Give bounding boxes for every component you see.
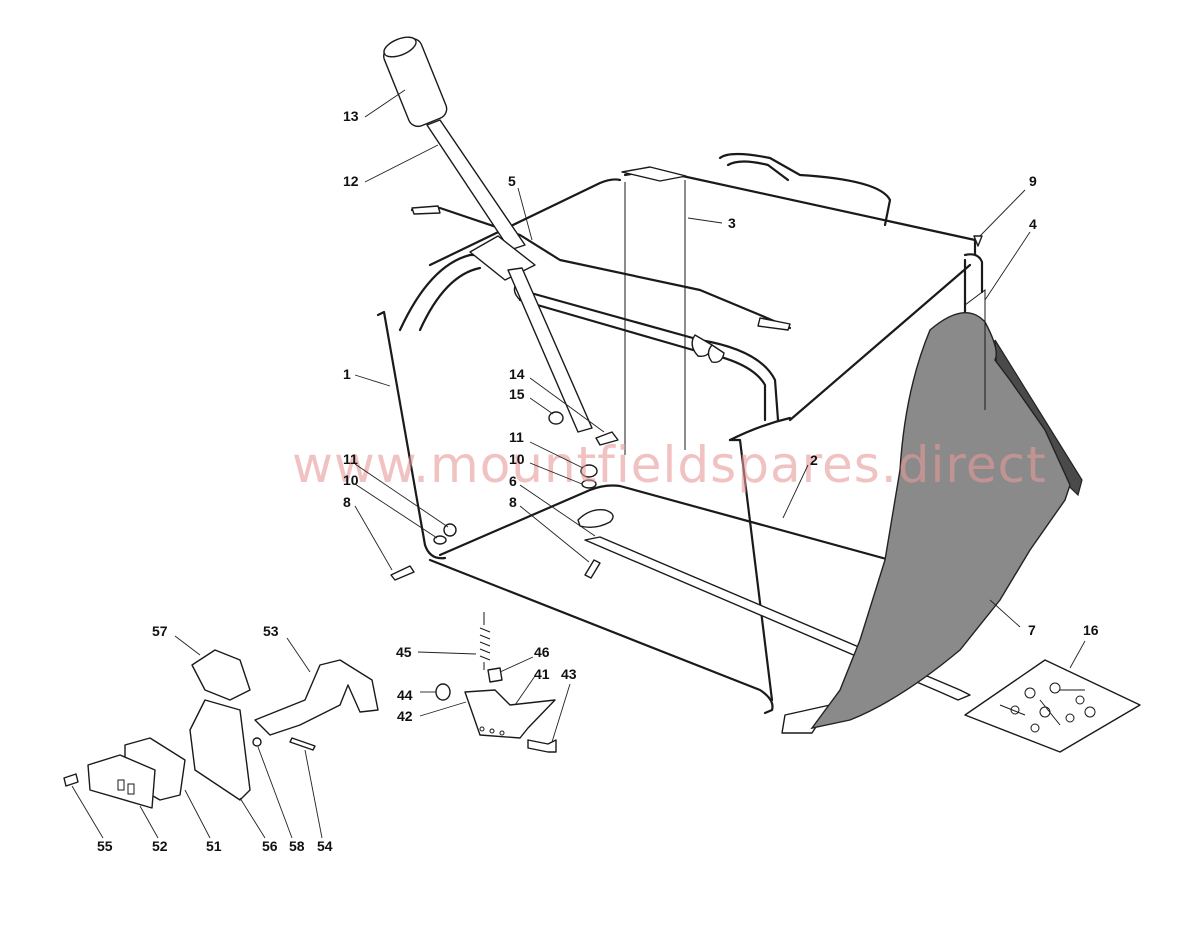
callout-13: 13 <box>343 108 359 124</box>
callout-58: 58 <box>289 838 305 854</box>
height-adjust-assembly <box>63 612 557 809</box>
callout-57: 57 <box>152 623 168 639</box>
callout-42: 42 <box>397 708 413 724</box>
frame-fasteners <box>390 235 983 581</box>
callout-55: 55 <box>97 838 113 854</box>
callout-45: 45 <box>396 644 412 660</box>
callout-15: 15 <box>509 386 525 402</box>
callout-56: 56 <box>262 838 278 854</box>
callout-12: 12 <box>343 173 359 189</box>
callout-5: 5 <box>508 173 516 189</box>
callout-2: 2 <box>810 452 818 468</box>
callout-11-left: 11 <box>343 451 358 467</box>
hardware-pack <box>964 659 1141 753</box>
callout-44: 44 <box>397 687 413 703</box>
callout-4: 4 <box>1029 216 1037 232</box>
callout-8-left: 8 <box>343 494 351 510</box>
callout-6: 6 <box>509 473 517 489</box>
callout-53: 53 <box>263 623 279 639</box>
grass-bag <box>810 289 1083 730</box>
callout-9: 9 <box>1029 173 1037 189</box>
callout-8-right: 8 <box>509 494 517 510</box>
callout-3: 3 <box>728 215 736 231</box>
callout-52: 52 <box>152 838 168 854</box>
callout-16: 16 <box>1083 622 1099 638</box>
callouts: 13 12 5 3 9 4 1 14 15 11 10 11 10 6 8 8 <box>71 89 1099 854</box>
callout-10-right: 10 <box>509 451 525 467</box>
callout-43: 43 <box>561 666 577 682</box>
callout-11-right: 11 <box>509 429 524 445</box>
callout-46: 46 <box>534 644 550 660</box>
callout-7: 7 <box>1028 622 1036 638</box>
callout-10-left: 10 <box>343 472 359 488</box>
callout-54: 54 <box>317 838 333 854</box>
callout-14: 14 <box>509 366 525 382</box>
watermark: www.mountfieldspares.direct <box>292 436 1047 494</box>
callout-41: 41 <box>534 666 550 682</box>
callout-1: 1 <box>343 366 351 382</box>
callout-51: 51 <box>206 838 222 854</box>
